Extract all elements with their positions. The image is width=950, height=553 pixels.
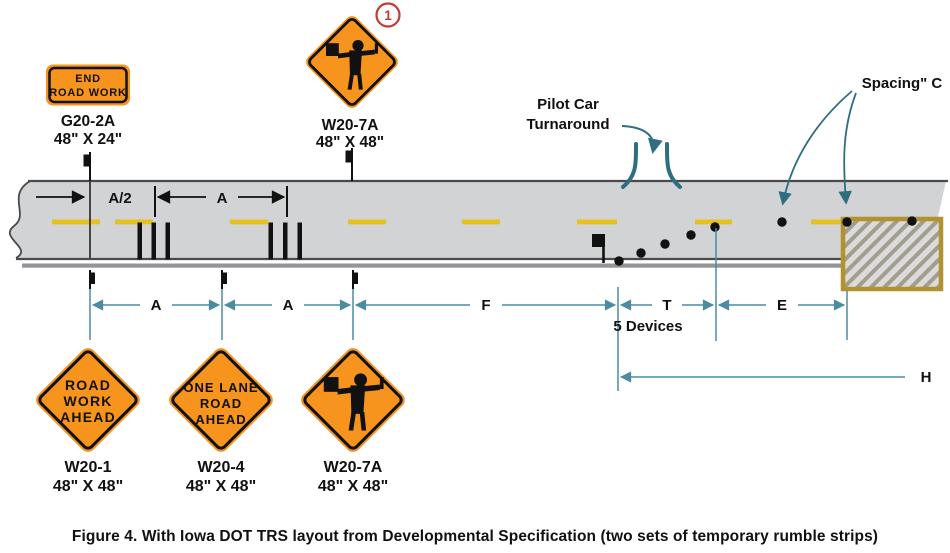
channelizing-device-dot: [907, 216, 917, 226]
pilot-car-label-line2: Turnaround: [526, 116, 609, 133]
sign-post-bottom-2: [221, 270, 227, 289]
centerline-dash: [52, 219, 100, 225]
rumble-strip-bar: [151, 222, 156, 260]
dimension-lines: [91, 299, 905, 383]
spacing-c-arrow-1: [778, 90, 853, 206]
dim-h-label: H: [921, 369, 932, 386]
spacing-c-label: Spacing" C: [862, 75, 943, 92]
sign-code: W20-4: [197, 459, 244, 476]
dim-a2-label: A: [283, 297, 294, 314]
sign-text-line1: ROAD: [65, 377, 111, 393]
centerline-dash: [577, 219, 617, 225]
road-break-line-left: [8, 180, 31, 259]
work-area-hatched: [840, 216, 944, 292]
flagger-station: [592, 234, 605, 263]
sign-end-road-work: END ROAD WORK G20-2A 48" X 24": [46, 64, 130, 148]
centerline-dash: [115, 219, 153, 225]
roadway: A/2 A: [8, 179, 948, 268]
flagger-flag: [592, 234, 605, 247]
dim-a-half-label: A/2: [108, 190, 131, 207]
sign-face: [48, 66, 128, 104]
rumble-strip-bar: [283, 222, 288, 260]
channelizing-device-dot: [614, 256, 624, 266]
dim-a-top-label: A: [217, 190, 228, 207]
flagger-symbol: [326, 40, 378, 90]
centerline-dash: [230, 219, 268, 225]
centerline-devices: [777, 216, 917, 227]
sign-code: W20-7A: [322, 117, 379, 134]
channelizing-device-dot: [710, 222, 720, 232]
rumble-strip-bar: [297, 222, 302, 260]
dim-a1-label: A: [151, 297, 162, 314]
spacing-c-annotation: Spacing" C: [778, 75, 943, 206]
sign-posts: [83, 148, 358, 289]
turnaround-flare-left: [621, 142, 638, 189]
dim-e-label: E: [777, 297, 787, 314]
centerline-dash: [695, 219, 732, 225]
rumble-strip-bar: [165, 222, 170, 260]
sign-code: W20-7A: [324, 459, 383, 476]
sign-face: [38, 350, 138, 450]
sign-size: 48" X 48": [316, 134, 384, 151]
rumble-strip-set-1: [137, 222, 170, 260]
channelizing-device-taper: [614, 222, 720, 266]
centerline-dash: [811, 219, 844, 225]
channelizing-device-dot: [636, 248, 646, 258]
sign-face: [171, 350, 271, 450]
sign-text-line2: ROAD WORK: [49, 87, 126, 99]
centerline-dash: [348, 219, 386, 225]
sign-text-line1: END: [75, 73, 101, 85]
rumble-strip-bar: [268, 222, 273, 260]
sign-post-top-w207a: [345, 148, 353, 181]
five-devices-label: 5 Devices: [613, 318, 682, 335]
sign-code: G20-2A: [61, 113, 115, 130]
sign-size: 48" X 48": [186, 478, 256, 495]
rumble-strip-bar: [137, 222, 142, 260]
spacing-c-arrow-2: [838, 92, 857, 205]
sign-post-bottom-1: [89, 270, 95, 289]
circled-note-badge: [375, 2, 401, 28]
sign-flagger-top: 1 W20-7A 48" X 48": [306, 2, 401, 151]
circled-note-number: 1: [384, 8, 392, 23]
sign-size: 48" X 48": [318, 478, 388, 495]
pilot-car-turnaround: Pilot Car Turnaround: [526, 96, 682, 189]
sign-flagger-bottom: W20-7A 48" X 48": [301, 348, 405, 495]
sign-text-line2: WORK: [63, 393, 112, 409]
sign-size: 48" X 24": [54, 131, 122, 148]
sign-text-line1: ONE LANE: [183, 380, 258, 395]
turnaround-flare-right: [665, 142, 682, 189]
channelizing-device-dot: [842, 217, 852, 227]
pilot-car-label-line1: Pilot Car: [537, 96, 599, 113]
dimension-extension-lines: [89, 228, 848, 391]
sign-text-line3: AHEAD: [60, 409, 116, 425]
sign-code: W20-1: [64, 459, 111, 476]
pilot-car-pointer-arrow: [621, 125, 663, 154]
road-shoulder-stripe: [22, 263, 940, 268]
sign-road-work-ahead: ROAD WORK AHEAD W20-1 48" X 48": [36, 348, 140, 495]
channelizing-device-dot: [777, 217, 787, 227]
rumble-strip-set-2: [268, 222, 302, 260]
flagger-symbol: [323, 373, 384, 431]
sign-post-bottom-3: [352, 270, 358, 289]
centerline-dashes: [52, 219, 844, 225]
sign-text-line3: AHEAD: [195, 412, 246, 427]
sign-post-top-g20: [83, 152, 91, 181]
dim-f-label: F: [481, 297, 490, 314]
channelizing-device-dot: [686, 230, 696, 240]
sign-text-line2: ROAD: [200, 396, 242, 411]
sign-one-lane-road-ahead: ONE LANE ROAD AHEAD W20-4 48" X 48": [169, 348, 273, 495]
dim-t-label: T: [662, 297, 671, 314]
centerline-dash: [462, 219, 500, 225]
figure-caption: Figure 4. With Iowa DOT TRS layout from …: [72, 528, 878, 545]
sign-size: 48" X 48": [53, 478, 123, 495]
channelizing-device-dot: [660, 239, 670, 249]
